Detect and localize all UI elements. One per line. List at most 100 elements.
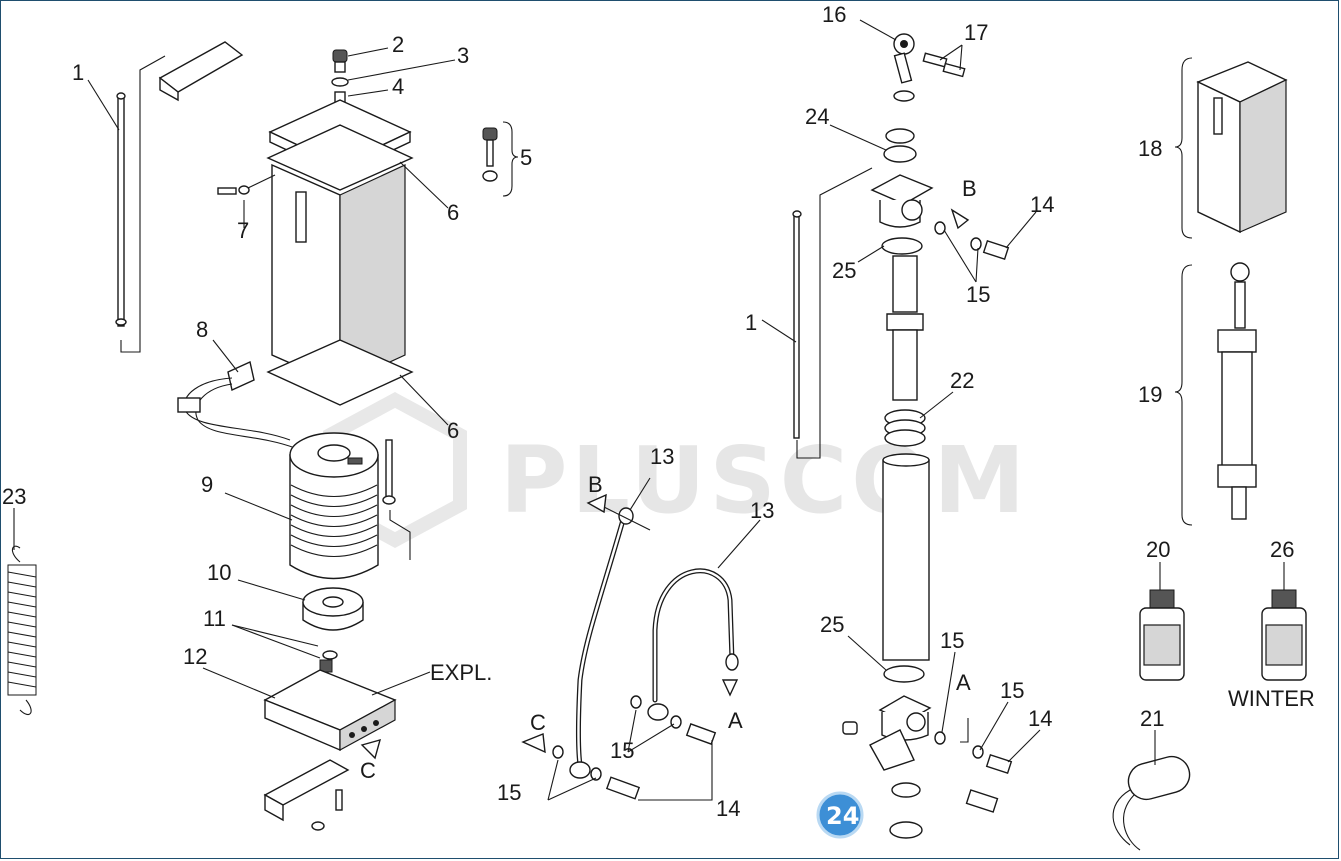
piston-rod <box>886 255 924 401</box>
label-15-bottom-a: 15 <box>940 628 964 653</box>
label-25-bottom: 25 <box>820 612 844 637</box>
label-3: 3 <box>457 43 469 68</box>
badge-number: 24 <box>826 802 859 830</box>
label-9: 9 <box>201 472 213 497</box>
bottom-seal <box>891 782 921 798</box>
motor-bolt <box>382 439 411 560</box>
reservoir-top-plate <box>266 99 414 191</box>
part-24-highlight-badge[interactable]: 24 <box>816 791 864 839</box>
arrow-b-cylinder <box>950 208 970 230</box>
part-25-o-ring-bottom <box>883 665 925 683</box>
part-25-o-ring-top <box>881 237 923 255</box>
label-24: 24 <box>805 104 829 129</box>
label-winter: WINTER <box>1228 686 1315 711</box>
label-6-top: 6 <box>447 200 459 225</box>
part-1-tie-rod-right <box>792 167 873 459</box>
label-c-manifold: C <box>360 758 376 783</box>
mounting-bracket-top <box>158 41 244 102</box>
part-5-filler-plug-set <box>482 121 519 197</box>
part-26-winter-oil-bottle <box>1261 589 1307 681</box>
label-1-left: 1 <box>72 60 84 85</box>
cylinder-head-block <box>870 174 946 235</box>
label-a-middle: A <box>728 708 743 733</box>
manifold-port <box>373 720 379 726</box>
label-15-middle-b: 15 <box>497 780 521 805</box>
arrow-c-middle <box>521 733 546 754</box>
label-15-middle-a: 15 <box>610 738 634 763</box>
part-15-washer-top <box>970 237 982 251</box>
arrow-a-middle <box>721 679 739 697</box>
label-17: 17 <box>964 20 988 45</box>
port-a-leader <box>960 718 969 743</box>
label-11: 11 <box>203 606 226 631</box>
label-14-top: 14 <box>1030 192 1054 217</box>
callout-leader-lines <box>13 19 1285 801</box>
label-b-middle: B <box>588 472 603 497</box>
part-17-pin-bolts <box>922 52 966 78</box>
label-26: 26 <box>1270 537 1294 562</box>
label-7: 7 <box>237 218 249 243</box>
wiper-ring <box>885 128 915 144</box>
reservoir-body <box>271 163 406 387</box>
label-1-right: 1 <box>745 310 757 335</box>
part-24-seal <box>883 145 917 163</box>
label-8: 8 <box>196 317 208 342</box>
label-5: 5 <box>520 145 532 170</box>
part-13-hose-a <box>647 568 739 721</box>
part-7-screw <box>217 174 276 195</box>
motor-cooling-fins <box>290 484 378 558</box>
bottom-ring <box>889 821 923 839</box>
arrow-b-middle <box>586 493 607 514</box>
part-6-gasket-bottom <box>266 339 414 406</box>
part-19-complete-cylinder <box>1174 262 1257 526</box>
label-14-bottom: 14 <box>1028 706 1052 731</box>
manifold-port <box>349 732 355 738</box>
label-b-cylinder: B <box>962 176 977 201</box>
part-23-spring <box>7 545 37 715</box>
part-11-seals <box>319 650 338 673</box>
bottom-bolt <box>965 789 999 813</box>
label-12: 12 <box>183 644 207 669</box>
label-10: 10 <box>207 560 231 585</box>
watermark-text: PLUSCOM <box>500 427 1029 534</box>
part-12-manifold-block <box>263 669 397 752</box>
label-20: 20 <box>1146 537 1170 562</box>
part-14-bolt-bottom <box>985 754 1013 774</box>
label-25-top: 25 <box>832 258 856 283</box>
label-a-cylinder: A <box>956 670 971 695</box>
label-22: 22 <box>950 368 974 393</box>
part-1-tie-rod-left <box>115 55 166 353</box>
arrow-c-manifold <box>360 738 382 760</box>
cylinder-base-block <box>842 695 932 771</box>
label-2: 2 <box>392 32 404 57</box>
cylinder-tube <box>882 453 930 661</box>
part-15-washer-bottom <box>934 731 946 745</box>
callout-labels: 1 2 3 4 5 6 6 7 8 9 10 11 12 EXPL. C 23 … <box>2 2 1315 821</box>
label-expl: EXPL. <box>430 660 492 685</box>
banjo-fittings-middle <box>552 695 717 800</box>
label-14-middle: 14 <box>716 796 740 821</box>
label-15-bottom-b: 15 <box>1000 678 1024 703</box>
part-10-pump-coupling <box>302 587 364 631</box>
label-4: 4 <box>392 74 404 99</box>
label-13-a: 13 <box>750 498 774 523</box>
part-20-oil-bottle <box>1139 589 1185 681</box>
label-16: 16 <box>822 2 846 27</box>
part-14-bolt-top <box>982 240 1010 260</box>
label-23: 23 <box>2 484 26 509</box>
part-22-piston-seals <box>884 409 926 447</box>
mounting-bracket-bottom <box>263 759 350 831</box>
label-c-middle: C <box>530 710 546 735</box>
label-21: 21 <box>1140 706 1164 731</box>
part-2-cap-screw <box>332 49 348 73</box>
label-18: 18 <box>1138 136 1162 161</box>
manifold-port <box>361 726 367 732</box>
part-3-washer <box>331 77 349 87</box>
label-13-b: 13 <box>650 444 674 469</box>
part-13-hose-b-c <box>576 504 651 768</box>
part-21-capacitor <box>1112 755 1191 851</box>
label-19: 19 <box>1138 382 1162 407</box>
label-15-top: 15 <box>966 282 990 307</box>
